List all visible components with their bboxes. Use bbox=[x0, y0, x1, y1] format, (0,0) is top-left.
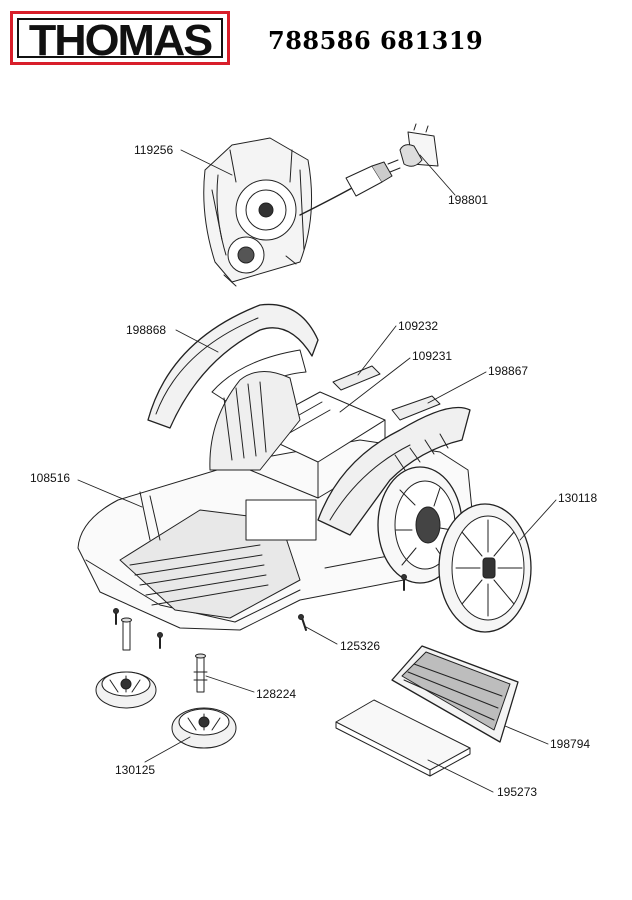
part-number-title: 788586 681319 bbox=[268, 26, 484, 55]
callout-labels: 119256 198801 198868 109232 109231 19886… bbox=[30, 143, 597, 799]
filter-pad-drawing bbox=[335, 699, 471, 777]
leader-130118 bbox=[519, 499, 557, 541]
foam-strip-drawing bbox=[332, 365, 441, 421]
leader-109231 bbox=[339, 357, 411, 413]
filter-chamber-drawing bbox=[209, 371, 386, 499]
brand-name: THOMAS bbox=[28, 16, 213, 65]
leader-109232 bbox=[357, 325, 397, 376]
label-198801: 198801 bbox=[448, 193, 488, 207]
leader-198868 bbox=[175, 329, 219, 353]
leader-108516 bbox=[77, 479, 143, 508]
label-108516: 108516 bbox=[30, 471, 70, 485]
castor-wheels-drawing bbox=[95, 671, 237, 749]
label-109231: 109231 bbox=[412, 349, 452, 363]
label-109232: 109232 bbox=[398, 319, 438, 333]
screws-drawing bbox=[113, 574, 407, 649]
side-cover-drawing bbox=[317, 406, 471, 536]
logo-frame: THOMAS bbox=[17, 16, 223, 65]
leader-198794 bbox=[504, 725, 549, 745]
leader-198867 bbox=[427, 371, 487, 404]
label-125326: 125326 bbox=[340, 639, 380, 653]
leader-198801 bbox=[419, 154, 456, 196]
label-198794: 198794 bbox=[550, 737, 590, 751]
leader-lines bbox=[77, 149, 557, 793]
leader-128224 bbox=[205, 675, 255, 693]
thomas-logo: THOMAS bbox=[10, 11, 230, 65]
leader-130125 bbox=[144, 736, 191, 763]
cable-reel-drawing bbox=[203, 137, 401, 287]
leader-119256 bbox=[180, 149, 233, 176]
leader-195273 bbox=[427, 759, 494, 793]
wheel-drawing bbox=[438, 503, 532, 633]
label-198868: 198868 bbox=[126, 323, 166, 337]
grille-drawing bbox=[391, 645, 519, 743]
cord-clip-drawing bbox=[399, 123, 439, 167]
label-198867: 198867 bbox=[488, 364, 528, 378]
label-119256: 119256 bbox=[134, 143, 173, 157]
leader-125326 bbox=[305, 626, 338, 645]
label-195273: 195273 bbox=[497, 785, 537, 799]
label-130125: 130125 bbox=[115, 763, 155, 777]
axle-pins-drawing bbox=[121, 617, 208, 693]
label-130118: 130118 bbox=[558, 491, 597, 505]
label-128224: 128224 bbox=[256, 687, 296, 701]
